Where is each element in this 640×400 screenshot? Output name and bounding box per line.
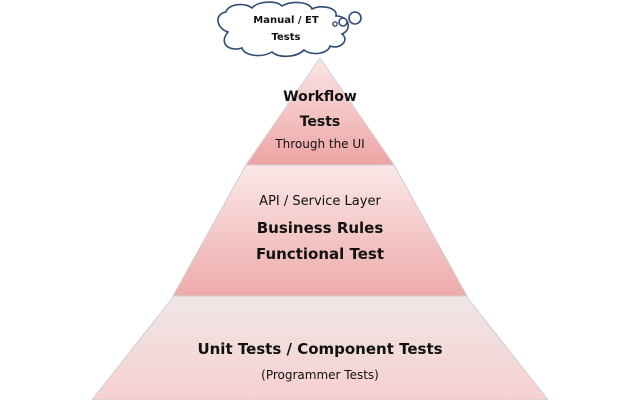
cloud-bubble-medium [338,17,348,27]
top-tier-title-line1: Workflow [283,89,357,105]
cloud-bubble-small [332,21,338,27]
top-tier-subtitle: Through the UI [275,137,365,151]
cloud-bubble-large [348,11,362,25]
middle-tier-title-line2: Functional Test [255,245,385,263]
cloud-label-line1: Manual / ET [253,15,319,26]
cloud-label-line2: Tests [271,32,301,43]
pyramid-tier-top [245,57,395,166]
middle-tier-pretitle: API / Service Layer [259,194,381,209]
cloud-label: Manual / ET Tests [240,12,332,46]
middle-tier-title-line1: Business Rules [256,219,384,237]
thought-cloud [217,1,362,58]
top-tier-title-line2: Tests [299,114,341,130]
bottom-tier-title: Unit Tests / Component Tests [197,340,443,358]
cloud-shape [217,1,349,58]
bottom-tier-subtitle: (Programmer Tests) [261,368,379,382]
